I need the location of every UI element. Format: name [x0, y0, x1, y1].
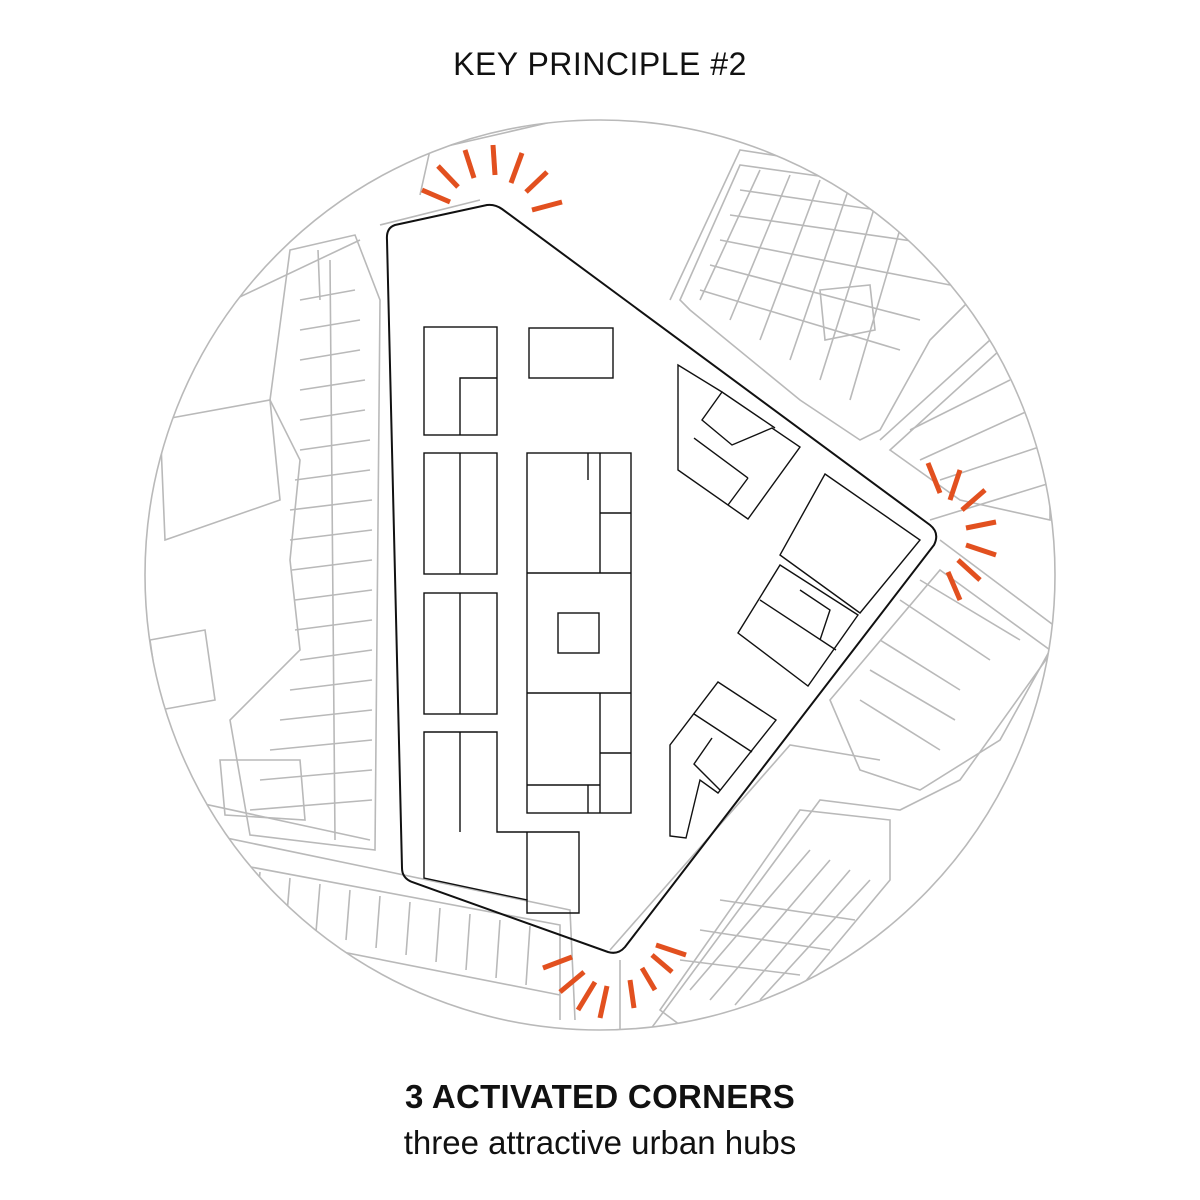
corner-rays-north	[421, 144, 563, 213]
building-east-4	[669, 681, 778, 839]
courtyard	[557, 612, 600, 654]
caption-subtitle: three attractive urban hubs	[403, 1124, 797, 1161]
building-central-block	[526, 452, 632, 814]
corner-rays-east	[925, 462, 997, 601]
building-east-2	[779, 472, 922, 614]
building-sw-block	[423, 731, 580, 914]
caption-title: 3 ACTIVATED CORNERS	[404, 1078, 796, 1115]
corner-rays-south	[542, 942, 687, 1019]
site-buildings	[423, 326, 922, 914]
building-north-pavilion	[528, 327, 614, 379]
building-east-3	[737, 564, 859, 687]
context-circle-outline	[144, 119, 1056, 1031]
building-east-1	[677, 363, 801, 520]
page-title: KEY PRINCIPLE #2	[453, 46, 747, 82]
context-fabric	[145, 120, 1055, 1030]
site-boundary	[385, 203, 938, 954]
